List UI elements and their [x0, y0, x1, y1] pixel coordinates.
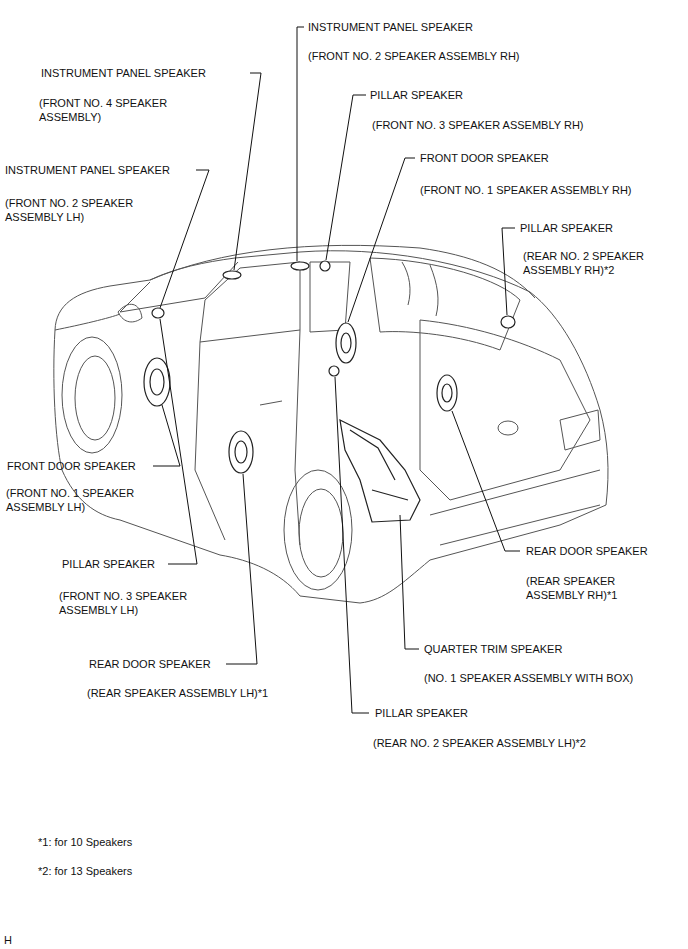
tailgate [420, 320, 590, 500]
part-name: REAR DOOR SPEAKER [526, 544, 648, 558]
part-name: INSTRUMENT PANEL SPEAKER [308, 20, 473, 34]
part-number: (FRONT NO. 3 SPEAKER ASSEMBLY LH) [59, 589, 229, 617]
rear-window [370, 258, 520, 350]
part-name: PILLAR SPEAKER [370, 88, 463, 102]
part-name: PILLAR SPEAKER [375, 706, 468, 720]
speaker [320, 261, 330, 271]
rear-bumper [430, 470, 600, 545]
part-number: (REAR NO. 2 SPEAKER ASSEMBLY LH)*2 [373, 736, 586, 750]
speaker [437, 375, 457, 411]
part-number: (REAR NO. 2 SPEAKER ASSEMBLY RH)*2 [523, 249, 673, 277]
part-number: (FRONT NO. 2 SPEAKER ASSEMBLY LH) [5, 196, 165, 224]
note: H [4, 933, 12, 947]
speaker [501, 316, 515, 328]
part-name: INSTRUMENT PANEL SPEAKER [5, 163, 170, 177]
part-number: (NO. 1 SPEAKER ASSEMBLY WITH BOX) [424, 671, 633, 685]
part-name: FRONT DOOR SPEAKER [420, 151, 549, 165]
emblem [498, 421, 518, 435]
part-name: INSTRUMENT PANEL SPEAKER [41, 66, 206, 80]
speaker [329, 366, 339, 376]
side-window [310, 262, 350, 332]
part-number: (FRONT NO. 2 SPEAKER ASSEMBLY RH) [308, 49, 520, 63]
part-name: PILLAR SPEAKER [62, 557, 155, 571]
part-number: (FRONT NO. 1 SPEAKER ASSEMBLY RH) [420, 183, 632, 197]
note: *2: for 13 Speakers [38, 864, 132, 878]
part-name: QUARTER TRIM SPEAKER [424, 642, 562, 656]
front-wheel [75, 356, 115, 440]
leader-line [452, 411, 520, 551]
speaker [235, 441, 247, 463]
side-window [200, 262, 300, 342]
windshield [120, 262, 238, 312]
mirror [118, 304, 142, 322]
tail-lamp [560, 410, 600, 450]
leader-line [326, 95, 366, 260]
speaker [341, 333, 351, 353]
part-number: (REAR SPEAKER ASSEMBLY LH)*1 [87, 686, 268, 700]
leader-line [226, 474, 257, 664]
hood-line [55, 314, 120, 330]
leader-line [160, 170, 209, 308]
speakers [144, 261, 515, 522]
door-handle [260, 401, 282, 405]
rear-wheel [284, 470, 352, 590]
speaker [150, 369, 164, 395]
speaker [152, 308, 164, 318]
speaker-box [340, 420, 420, 522]
part-number: (REAR SPEAKER ASSEMBLY RH)*1 [526, 574, 641, 602]
speaker [336, 323, 356, 363]
leader-line [348, 158, 415, 322]
speaker [291, 262, 309, 270]
speaker [223, 271, 241, 279]
front-wheel [62, 337, 122, 453]
leader-line [502, 228, 515, 315]
part-name: FRONT DOOR SPEAKER [7, 459, 136, 473]
leader-line [153, 405, 180, 466]
part-number: (FRONT NO. 3 SPEAKER ASSEMBLY RH) [372, 118, 584, 132]
rear-wheel [299, 489, 343, 577]
part-number: (FRONT NO. 4 SPEAKER ASSEMBLY) [39, 96, 209, 124]
leader-line [400, 515, 419, 649]
car-body [54, 245, 608, 603]
speaker-box [350, 430, 408, 500]
note: *1: for 10 Speakers [38, 835, 132, 849]
leader-line [335, 377, 369, 713]
part-number: (FRONT NO. 1 SPEAKER ASSEMBLY LH) [6, 486, 166, 514]
part-name: REAR DOOR SPEAKER [89, 657, 211, 671]
roof-line [150, 245, 535, 298]
leader-line [160, 319, 197, 564]
door-line [195, 330, 300, 545]
speaker [442, 384, 452, 402]
body-outline [54, 251, 608, 603]
interior-line [402, 262, 438, 316]
leader-line [297, 27, 304, 261]
part-name: PILLAR SPEAKER [520, 221, 613, 235]
speaker [229, 431, 253, 473]
speaker [144, 358, 170, 406]
leader-line [234, 73, 261, 270]
